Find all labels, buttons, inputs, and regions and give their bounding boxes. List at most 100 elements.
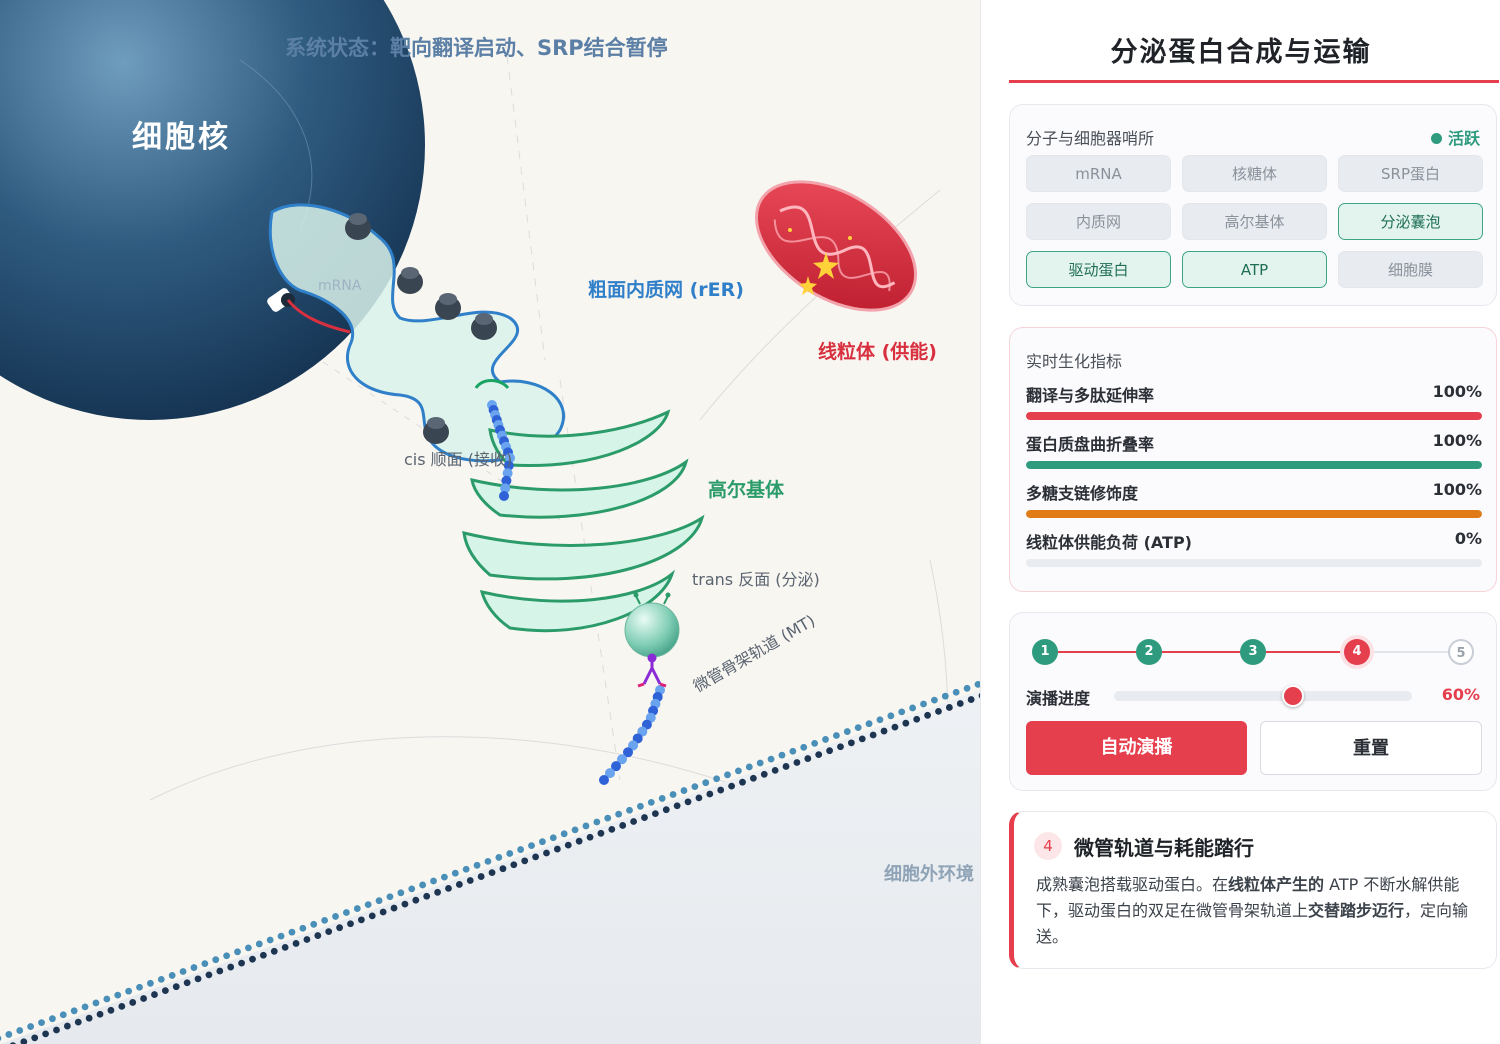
extracellular-label: 细胞外环境: [884, 864, 974, 885]
step-info-card: 4 微管轨道与耗能踏行 成熟囊泡搭载驱动蛋白。在线粒体产生的 ATP 不断水解供…: [1009, 811, 1497, 969]
metric-value: 100%: [1432, 480, 1482, 499]
cell-membrane: [0, 680, 980, 1044]
extracellular-region: [0, 690, 980, 1044]
step-desc-bold-2: 交替踏步迈行: [1308, 901, 1405, 920]
panel-title: 分泌蛋白合成与运输: [1110, 37, 1372, 68]
organelle-chip[interactable]: mRNA: [1026, 155, 1171, 192]
organelle-chip[interactable]: 内质网: [1026, 203, 1171, 240]
metric-bar-fill: [1026, 461, 1482, 469]
metric-value: 100%: [1432, 382, 1482, 401]
ribosome: [423, 417, 449, 444]
organelle-chip[interactable]: 细胞膜: [1338, 251, 1483, 288]
metric-bar: [1026, 559, 1482, 567]
amino-acid-bead: [605, 768, 615, 779]
ribosome: [471, 313, 497, 340]
trans-face-label: trans 反面 (分泌): [692, 570, 820, 589]
organelle-chip[interactable]: ATP: [1182, 251, 1327, 288]
control-panel: 分泌蛋白合成与运输 分子与细胞器哨所 活跃 mRNA 核糖体 SRP蛋白内质网高尔基…: [980, 0, 1500, 1044]
reset-button[interactable]: 重置: [1260, 721, 1482, 775]
step-desc-part-2: ATP 不断水解供能下，驱动蛋白的双足在微管骨架轨道上: [1036, 875, 1460, 920]
mrna-label: mRNA: [318, 278, 362, 294]
metric-value: 0%: [1454, 529, 1482, 548]
progress-slider-fill: [1114, 691, 1293, 701]
step-description: 成熟囊泡搭载驱动蛋白。在线粒体产生的 ATP 不断水解供能下，驱动蛋白的双足在微…: [1036, 872, 1488, 950]
amino-acid-bead: [628, 740, 639, 751]
step-1[interactable]: 1: [1032, 639, 1058, 665]
title-divider: [1009, 80, 1499, 83]
status-text: 活跃: [1447, 129, 1480, 148]
metric-bar: [1026, 412, 1482, 420]
nucleus-label: 细胞核: [132, 120, 231, 155]
golgi-apparatus: [462, 409, 705, 633]
mrna-strand: [286, 299, 351, 334]
amino-acid-bead: [502, 468, 513, 479]
rough-er: [268, 203, 565, 463]
metric-bar-fill: [1026, 510, 1482, 518]
metrics-heading: 实时生化指标: [1026, 352, 1123, 371]
polypeptide-chain-er: [487, 400, 515, 501]
metric-name: 多糖支链修饰度: [1026, 484, 1139, 503]
amino-acid-bead: [505, 453, 515, 463]
metric-bar: [1026, 510, 1482, 518]
step-5[interactable]: 5: [1448, 639, 1474, 665]
metric-bar-fill: [1026, 412, 1482, 420]
progress-slider[interactable]: [1114, 685, 1412, 707]
step-number-badge: 4: [1034, 832, 1062, 860]
cell-illustration: [0, 0, 980, 1044]
metric-name: 蛋白质盘曲折叠率: [1026, 435, 1155, 454]
system-status: 系统状态：靶向翻译启动、SRP结合暂停: [285, 36, 668, 60]
step-4[interactable]: 4: [1344, 639, 1370, 665]
organelle-chip[interactable]: 高尔基体: [1182, 203, 1327, 240]
step-connector: [1357, 651, 1461, 653]
sentinel-heading: 分子与细胞器哨所: [1026, 129, 1155, 148]
organelle-chip[interactable]: 分泌囊泡: [1338, 203, 1483, 240]
metric-name: 翻译与多肽延伸率: [1026, 386, 1155, 405]
playback-card: 1 2 3 4 5 演播进度 60% 自动演播 重置: [1009, 612, 1497, 791]
cis-face-label: cis 顺面 (接收): [404, 450, 513, 469]
srp-clamp: [474, 379, 510, 390]
metric-bar: [1026, 461, 1482, 469]
polypeptide-chain-track: [599, 685, 665, 785]
mitochondrion-label: 线粒体 (供能): [818, 341, 937, 363]
amino-acid-bead: [501, 475, 512, 486]
ribosome: [435, 293, 461, 320]
progress-value: 60%: [1441, 685, 1480, 704]
progress-label: 演播进度: [1026, 689, 1091, 708]
metric-name: 线粒体供能负荷 (ATP): [1026, 533, 1192, 552]
step-connector: [1253, 651, 1357, 653]
auto-play-button[interactable]: 自动演播: [1026, 721, 1247, 775]
step-desc-part-1: 成熟囊泡搭载驱动蛋白。在: [1036, 875, 1229, 894]
step-title: 微管轨道与耗能踏行: [1074, 836, 1254, 860]
step-connector: [1045, 651, 1149, 653]
amino-acid-bead: [503, 460, 514, 471]
step-3[interactable]: 3: [1240, 639, 1266, 665]
organelle-chip[interactable]: 驱动蛋白: [1026, 251, 1171, 288]
metric-value: 100%: [1432, 431, 1482, 450]
amino-acid-bead: [599, 775, 609, 785]
amino-acid-bead: [500, 483, 511, 494]
golgi-label: 高尔基体: [708, 479, 785, 501]
atp-spark-icon: [788, 228, 852, 295]
cell-scene: 系统状态：靶向翻译启动、SRP结合暂停 细胞核 mRNA 粗面内质网 (rER)…: [0, 0, 980, 1044]
amino-acid-bead: [499, 491, 509, 501]
nucleus: [0, 0, 425, 420]
step-desc-bold-1: 线粒体产生的: [1228, 875, 1325, 894]
rer-label: 粗面内质网 (rER): [588, 279, 744, 301]
metrics-card: 实时生化指标 翻译与多肽延伸率 100% 蛋白质盘曲折叠率 100% 多糖支链修饰度 10…: [1009, 327, 1497, 592]
ribosome: [345, 213, 371, 240]
kinesin-motor: [637, 653, 667, 688]
ribosome: [397, 267, 423, 294]
status-dot-icon: [1430, 133, 1442, 144]
amino-acid-bead: [623, 747, 633, 758]
status-indicator: 活跃: [1430, 125, 1480, 149]
organelle-chip[interactable]: SRP蛋白: [1338, 155, 1483, 192]
amino-acid-bead: [617, 754, 627, 765]
mitochondrion: [754, 180, 918, 312]
ribosomes: [345, 213, 497, 444]
sentinel-card: 分子与细胞器哨所 活跃 mRNA 核糖体 SRP蛋白内质网高尔基体分泌囊泡驱动蛋白 A…: [1009, 104, 1497, 306]
amino-acid-bead: [611, 761, 621, 772]
step-2[interactable]: 2: [1136, 639, 1162, 665]
organelle-chip[interactable]: 核糖体: [1182, 155, 1327, 192]
step-desc-part-3: ，定向输送。: [1036, 901, 1469, 946]
progress-slider-handle[interactable]: [1281, 685, 1304, 707]
